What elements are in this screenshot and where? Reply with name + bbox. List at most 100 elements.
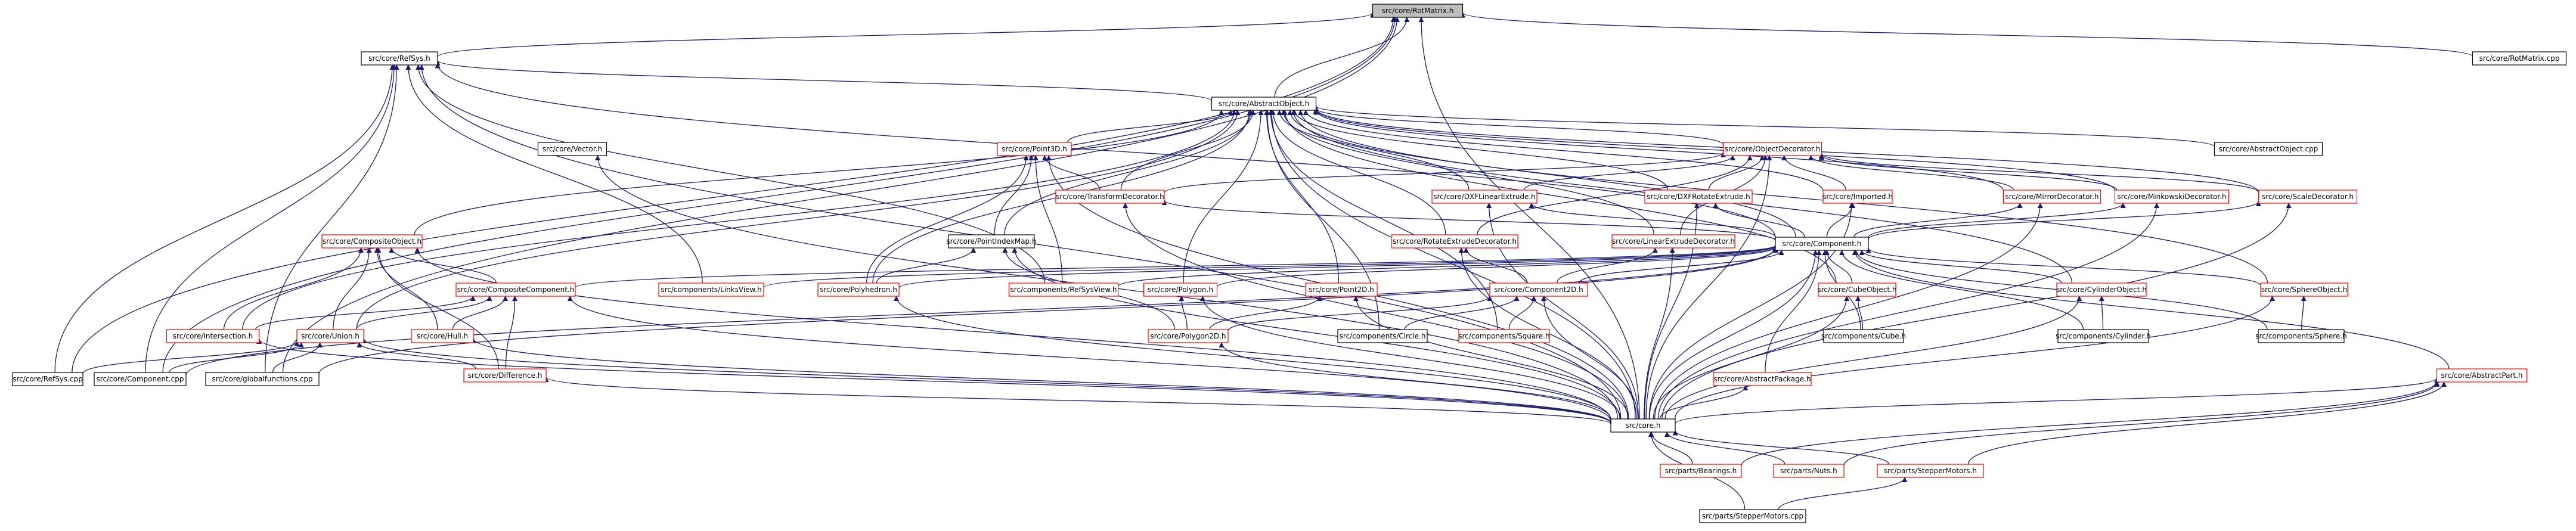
include-edge <box>1183 110 1264 284</box>
node-label: src/core/Vector.h <box>543 145 602 153</box>
node-abstractpart-h[interactable]: src/core/AbstractPart.h <box>2436 368 2528 383</box>
node-box <box>1610 418 1676 433</box>
node-label: src/core/MinkowskiDecorator.h <box>2117 192 2226 201</box>
node-rotmatrix-h[interactable]: src/core/RotMatrix.h <box>1372 4 1464 18</box>
node-component-h[interactable]: src/core/Component.h <box>1775 237 1869 251</box>
include-edge <box>1523 155 1736 191</box>
node-vector-h[interactable]: src/core/Vector.h <box>537 142 607 156</box>
node-intersection-h[interactable]: src/core/Intersection.h <box>166 329 260 343</box>
include-edge <box>1012 247 1620 420</box>
include-edge <box>356 296 492 330</box>
node-label: src/core/Difference.h <box>468 371 543 380</box>
node-box <box>166 329 260 343</box>
node-sphere-h[interactable]: src/components/Sphere.h <box>2255 329 2347 343</box>
node-abstractpackage-h[interactable]: src/core/AbstractPackage.h <box>1713 372 1812 386</box>
node-ooml-h[interactable]: src/core.h <box>1610 418 1676 433</box>
node-imported-h[interactable]: src/core/Imported.h <box>1822 190 1893 204</box>
node-dxflinearextrude-h[interactable]: src/core/DXFLinearExtrude.h <box>1431 190 1537 204</box>
include-edge <box>1269 110 1636 420</box>
node-box <box>537 142 607 156</box>
node-label: src/core/ScaleDecorator.h <box>2262 192 2354 201</box>
node-rotateextrudedecorator-h[interactable]: src/core/RotateExtrudeDecorator.h <box>1391 234 1518 249</box>
node-objectdecorator-h[interactable]: src/core/ObjectDecorator.h <box>1722 142 1822 156</box>
node-difference-h[interactable]: src/core/Difference.h <box>463 368 547 383</box>
include-edge <box>1843 381 2439 466</box>
node-box <box>1143 282 1218 297</box>
node-label: src/core/CubeObject.h <box>1817 285 1896 294</box>
node-label: src/core/globalfunctions.cpp <box>212 375 312 383</box>
node-polygon-h[interactable]: src/core/Polygon.h <box>1143 282 1218 297</box>
node-box <box>1458 329 1550 343</box>
node-box <box>1699 509 1806 523</box>
edges-layer <box>54 12 2473 510</box>
node-minkowskidecorator-h[interactable]: src/core/MinkowskiDecorator.h <box>2114 190 2230 204</box>
node-component2d-h[interactable]: src/core/Component2D.h <box>1489 282 1588 297</box>
node-square-h[interactable]: src/components/Square.h <box>1458 329 1550 343</box>
node-label: src/core/Component.cpp <box>97 375 184 383</box>
node-mirrordecorator-h[interactable]: src/core/MirrorDecorator.h <box>2002 190 2101 204</box>
node-transformdecorator-h[interactable]: src/core/TransformDecorator.h <box>1055 190 1165 204</box>
node-circle-h[interactable]: src/components/Circle.h <box>1337 329 1428 343</box>
node-cylinderobject-h[interactable]: src/core/CylinderObject.h <box>2056 282 2147 297</box>
include-edge <box>1741 380 2439 466</box>
node-box <box>1337 329 1428 343</box>
include-edge <box>1853 203 2023 238</box>
node-polyhedron-h[interactable]: src/core/Polyhedron.h <box>817 282 900 297</box>
node-cylinder-h[interactable]: src/components/Cylinder.h <box>2056 329 2151 343</box>
include-edge <box>1672 430 1889 465</box>
node-polygon2d-h[interactable]: src/core/Polygon2D.h <box>1148 329 1229 343</box>
node-nuts-h[interactable]: src/parts/Nuts.h <box>1773 464 1845 478</box>
include-edge <box>185 247 1778 375</box>
include-edge <box>1227 295 1493 331</box>
node-refsys-cpp[interactable]: src/core/RefSys.cpp <box>12 372 83 386</box>
include-edge <box>1824 250 1853 284</box>
node-sphereobject-h[interactable]: src/core/SphereObject.h <box>2260 282 2348 297</box>
node-compositeobject-h[interactable]: src/core/CompositeObject.h <box>321 234 423 249</box>
node-refsysview-h[interactable]: src/components/RefSysView.h <box>1008 282 1119 297</box>
node-union-h[interactable]: src/core/Union.h <box>296 329 364 343</box>
include-edge <box>1808 155 2014 191</box>
node-point3d-h[interactable]: src/core/Point3D.h <box>997 142 1072 156</box>
include-edge <box>1654 203 2043 420</box>
node-abstractobject-cpp[interactable]: src/core/AbstractObject.cpp <box>2214 142 2323 156</box>
node-box <box>997 142 1072 156</box>
node-cube-h[interactable]: src/components/Cube.h <box>1821 329 1906 343</box>
include-edge <box>1067 110 1233 143</box>
include-edge <box>1164 152 1726 193</box>
include-edge <box>72 17 1396 373</box>
node-box <box>1822 190 1893 204</box>
node-pointindexmap-h[interactable]: src/core/PointIndexMap.h <box>946 234 1037 249</box>
node-compositecomponent-h[interactable]: src/core/CompositeComponent.h <box>455 282 576 297</box>
node-refsys-h[interactable]: src/core/RefSys.h <box>361 51 438 66</box>
include-edge <box>898 245 1778 288</box>
node-globalfunctions-cpp[interactable]: src/core/globalfunctions.cpp <box>205 372 320 386</box>
node-label: src/core/Hull.h <box>417 332 468 340</box>
node-scaledecorator-h[interactable]: src/core/ScaleDecorator.h <box>2258 190 2358 204</box>
include-edge <box>1664 296 2082 420</box>
node-steppermotors-cpp[interactable]: src/parts/StepperMotors.cpp <box>1699 509 1806 523</box>
node-linearextrudedecorator-h[interactable]: src/core/LinearExtrudeDecorator.h <box>1611 234 1735 249</box>
node-linksview-h[interactable]: src/components/LinksView.h <box>658 282 764 297</box>
node-label: src/core.h <box>1626 421 1661 430</box>
node-hull-h[interactable]: src/core/Hull.h <box>411 329 474 343</box>
node-label: src/core/AbstractPackage.h <box>1713 375 1811 383</box>
node-steppermotors-h[interactable]: src/parts/StepperMotors.h <box>1877 464 1984 478</box>
include-edge <box>1781 155 1846 191</box>
include-edge <box>357 342 476 369</box>
include-edge <box>416 64 1046 284</box>
node-abstractobject-h[interactable]: src/core/AbstractObject.h <box>1211 97 1317 111</box>
include-edge <box>1708 155 1765 191</box>
include-edge <box>1298 110 2268 284</box>
node-cubeobject-h[interactable]: src/core/CubeObject.h <box>1817 282 1897 297</box>
node-box <box>2114 190 2230 204</box>
node-point2d-h[interactable]: src/core/Point2D.h <box>1305 282 1378 297</box>
node-dxfrotateextrude-h[interactable]: src/core/DXFRotateExtrude.h <box>1644 190 1753 204</box>
node-component-cpp[interactable]: src/core/Component.cpp <box>94 372 187 386</box>
node-bearings-h[interactable]: src/parts/Bearings.h <box>1660 464 1742 478</box>
include-edge <box>1839 250 2084 330</box>
include-edge <box>1865 247 2261 286</box>
include-edge <box>272 342 323 373</box>
node-label: src/core/RotateExtrudeDecorator.h <box>1393 237 1517 246</box>
node-rotmatrix-cpp[interactable]: src/core/RotMatrix.cpp <box>2472 51 2567 66</box>
